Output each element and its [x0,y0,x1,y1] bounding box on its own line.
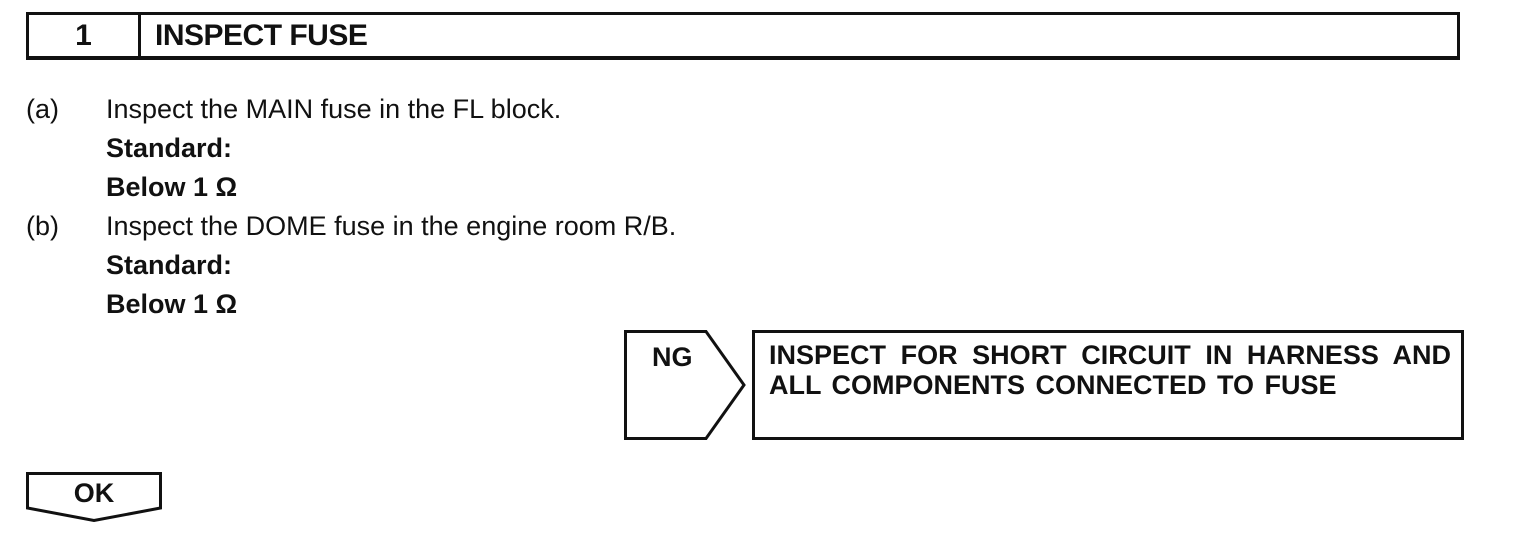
ng-branch: NG INSPECT FOR SHORT CIRCUIT IN HARNESS … [624,330,1464,442]
standard-label-b: Standard: [106,250,233,280]
step-text-a: Inspect the MAIN fuse in the FL block. [106,94,562,124]
step-header: 1 INSPECT FUSE [26,12,1460,60]
step-text-b: Inspect the DOME fuse in the engine room… [106,211,677,241]
step-label-a: (a) [26,94,59,124]
standard-value-a: Below 1 Ω [106,172,238,202]
ng-label: NG [652,342,693,372]
standard-value-row-a: Below 1 Ω [26,168,676,207]
ng-action-box: INSPECT FOR SHORT CIRCUIT IN HARNESS AND… [752,330,1464,440]
step-label-b: (b) [26,211,59,241]
procedure-step-a: (a) Inspect the MAIN fuse in the FL bloc… [26,90,676,129]
ok-label: OK [73,478,115,508]
standard-heading-a: Standard: [26,129,676,168]
standard-value-b: Below 1 Ω [106,289,238,319]
standard-heading-b: Standard: [26,246,676,285]
standard-value-row-b: Below 1 Ω [26,285,676,324]
step-number: 1 [29,15,141,56]
ng-arrow-shape [624,330,746,440]
step-title: INSPECT FUSE [155,18,368,52]
standard-label-a: Standard: [106,133,233,163]
ok-arrow-shape [26,472,162,522]
procedure-list: (a) Inspect the MAIN fuse in the FL bloc… [26,90,676,324]
procedure-step-b: (b) Inspect the DOME fuse in the engine … [26,207,676,246]
ok-branch: OK [26,472,162,522]
